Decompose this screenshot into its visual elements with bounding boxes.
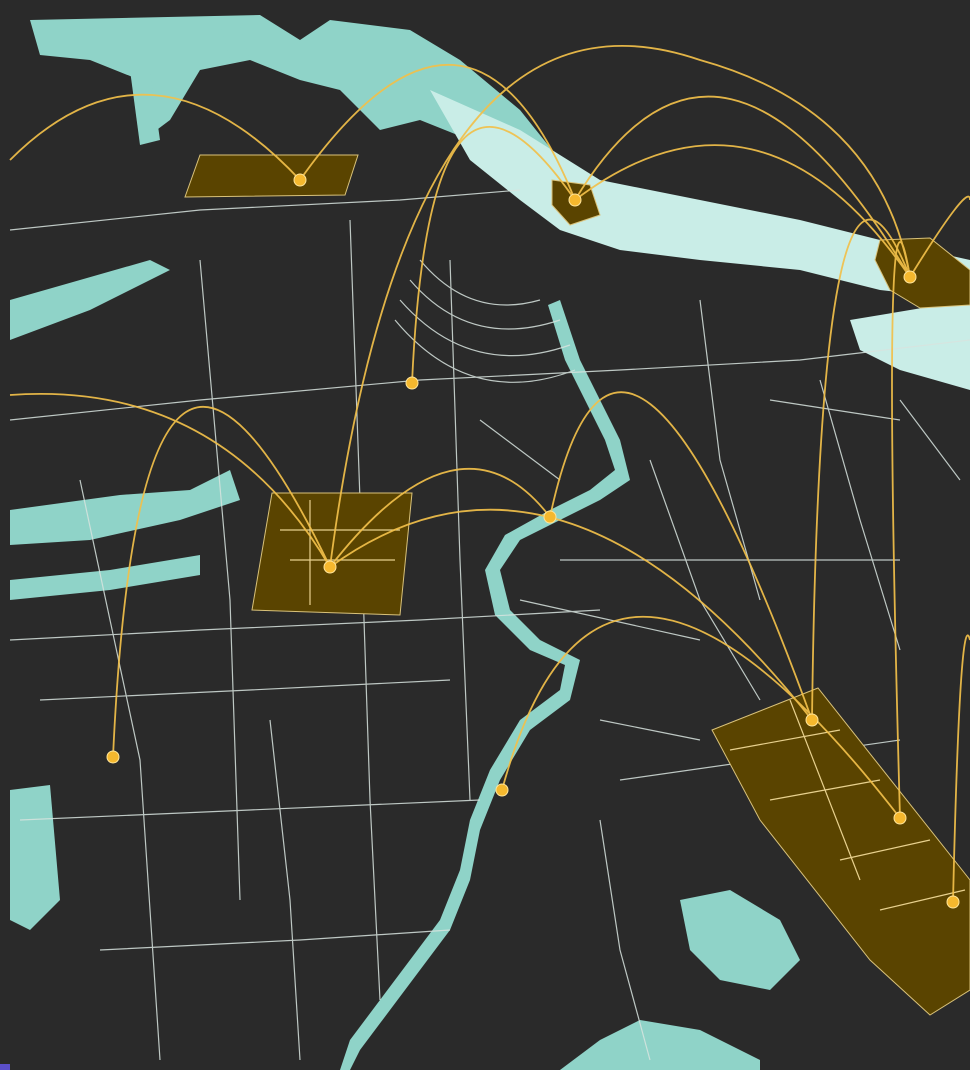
map-node[interactable] bbox=[106, 750, 120, 764]
arc bbox=[501, 615, 901, 819]
water-southeast-lake bbox=[680, 890, 800, 990]
arc-layer bbox=[9, 44, 970, 903]
arc bbox=[952, 634, 970, 903]
water-west-channel-2 bbox=[10, 470, 240, 545]
water-ij-east bbox=[850, 300, 970, 390]
arc bbox=[112, 406, 331, 758]
water-layer bbox=[10, 15, 970, 1070]
map-node[interactable] bbox=[568, 193, 582, 207]
zone-harbor-east[interactable] bbox=[874, 237, 970, 309]
water-ij-river bbox=[430, 90, 970, 300]
arc bbox=[9, 93, 301, 181]
arc bbox=[574, 144, 911, 278]
arc bbox=[549, 391, 813, 721]
arc bbox=[329, 44, 911, 568]
water-west-channel-1 bbox=[10, 260, 170, 340]
map-node[interactable] bbox=[293, 173, 307, 187]
node-layer bbox=[106, 173, 960, 909]
zone-northwest[interactable] bbox=[184, 154, 359, 198]
arc bbox=[329, 508, 813, 721]
map-node[interactable] bbox=[405, 376, 419, 390]
water-amstel-river bbox=[340, 300, 630, 1070]
arc bbox=[411, 125, 576, 384]
map-node[interactable] bbox=[946, 895, 960, 909]
arc bbox=[329, 468, 551, 568]
zone-west-center-detail bbox=[280, 500, 400, 605]
map-node[interactable] bbox=[495, 783, 509, 797]
map-node[interactable] bbox=[323, 560, 337, 574]
map-node[interactable] bbox=[893, 811, 907, 825]
water-west-channel-3 bbox=[10, 555, 200, 600]
arc bbox=[909, 195, 970, 278]
arc bbox=[891, 241, 911, 819]
map-node[interactable] bbox=[543, 510, 557, 524]
water-pier-1 bbox=[130, 70, 160, 145]
arc bbox=[9, 393, 331, 568]
map-node[interactable] bbox=[903, 270, 917, 284]
map-node[interactable] bbox=[805, 713, 819, 727]
zone-southeast[interactable] bbox=[711, 687, 970, 1016]
arc bbox=[574, 95, 911, 278]
zone-southeast-detail bbox=[729, 699, 966, 911]
water-harbor-northwest bbox=[30, 15, 560, 170]
water-west-lake bbox=[10, 785, 60, 930]
water-pier-2 bbox=[220, 25, 250, 60]
arc bbox=[811, 218, 911, 721]
arc bbox=[299, 64, 576, 201]
bottom-accent-bar bbox=[0, 1064, 10, 1070]
water-south-channel bbox=[560, 1020, 760, 1070]
